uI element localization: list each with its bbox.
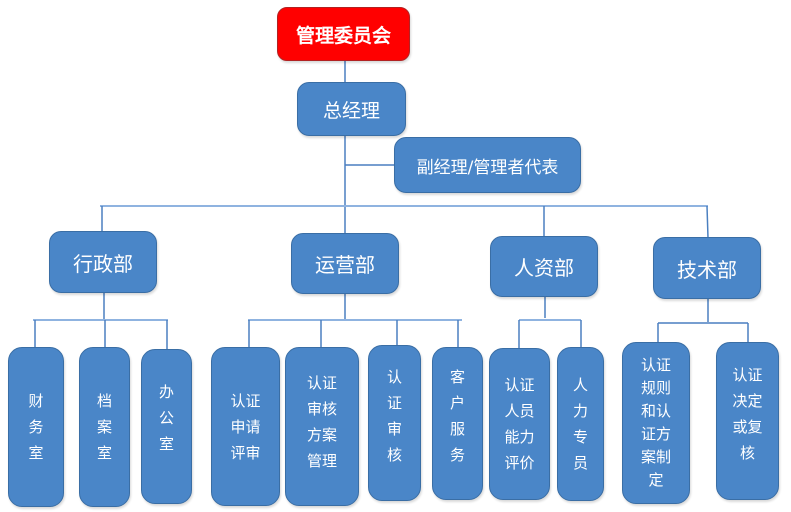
unit-label: 财 务 室 — [28, 392, 44, 462]
unit-label: 认证 人员 能力 评价 — [504, 376, 535, 472]
unit-general-office[interactable]: 办 公 室 — [141, 349, 192, 504]
unit-label: 认证 申请 评审 — [230, 391, 261, 462]
unit-auditor-competence-evaluation[interactable]: 认证 人员 能力 评价 — [489, 348, 550, 500]
dept-admin[interactable]: 行政部 — [49, 231, 157, 293]
unit-label: 人 力 专 员 — [572, 376, 588, 472]
dept-hr[interactable]: 人资部 — [490, 236, 598, 297]
unit-label: 认证 审核 方案 管理 — [306, 373, 337, 470]
dept-label: 运营部 — [315, 253, 375, 277]
management-committee-node[interactable]: 管理委员会 — [277, 7, 410, 61]
unit-label: 认证 决定 或复 核 — [732, 366, 763, 462]
unit-customer-service[interactable]: 客 户 服 务 — [432, 347, 483, 500]
dept-label: 技术部 — [677, 257, 737, 282]
dept-tech[interactable]: 技术部 — [653, 237, 761, 299]
unit-cert-application-review[interactable]: 认证 申请 评审 — [211, 347, 280, 506]
dept-label: 行政部 — [73, 251, 133, 276]
unit-cert-rules-scheme-development[interactable]: 认证 规则 和认 证方 案制 定 — [622, 342, 690, 504]
deputy-manager-node[interactable]: 副经理/管理者代表 — [394, 137, 581, 193]
unit-label: 客 户 服 务 — [449, 367, 465, 464]
unit-label: 办 公 室 — [158, 382, 174, 453]
dept-operations[interactable]: 运营部 — [291, 233, 399, 294]
unit-audit-scheme-management[interactable]: 认证 审核 方案 管理 — [285, 347, 359, 506]
unit-archives-office[interactable]: 档 案 室 — [79, 347, 130, 507]
unit-label: 档 案 室 — [96, 392, 112, 462]
general-manager-node[interactable]: 总经理 — [297, 82, 406, 136]
unit-cert-decision-review[interactable]: 认证 决定 或复 核 — [716, 342, 779, 500]
connector-dept-tech — [706, 205, 709, 239]
unit-label: 认 证 审 核 — [386, 368, 402, 464]
unit-label: 认证 规则 和认 证方 案制 定 — [640, 356, 671, 489]
dept-label: 人资部 — [514, 256, 574, 280]
node-label: 副经理/管理者代表 — [416, 157, 559, 178]
unit-finance-office[interactable]: 财 务 室 — [8, 347, 64, 507]
unit-cert-audit[interactable]: 认 证 审 核 — [368, 345, 421, 501]
node-label: 管理委员会 — [295, 24, 391, 47]
node-label: 总经理 — [322, 99, 380, 122]
unit-hr-specialist[interactable]: 人 力 专 员 — [557, 347, 604, 501]
